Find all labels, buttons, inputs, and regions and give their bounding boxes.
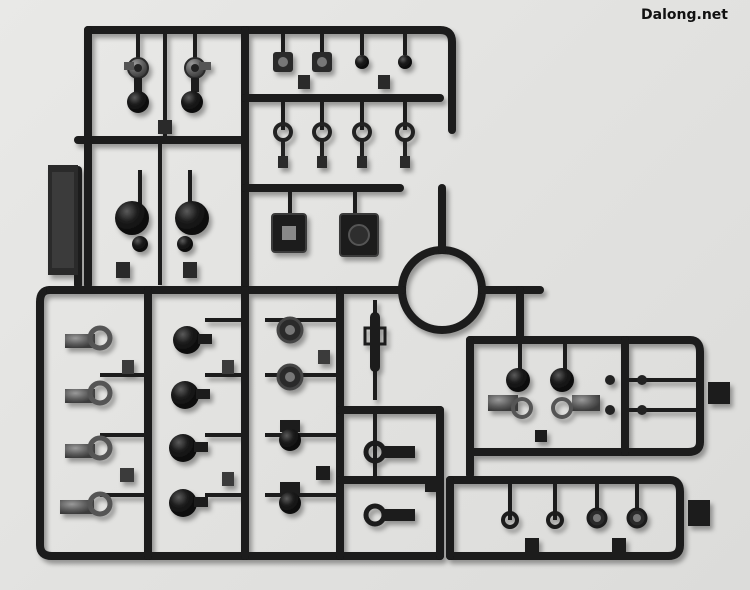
part-connector-rods (363, 312, 439, 527)
part-small-rings-bottom (501, 500, 710, 552)
part-socket-blocks (271, 213, 379, 257)
sprue-tag-plate (48, 165, 78, 275)
part-grey-elbow-joints (60, 325, 134, 517)
part-arm-joints-top (124, 57, 211, 134)
part-ring-pegs (273, 122, 415, 158)
part-small-sockets-top (273, 52, 412, 89)
part-shoulder-balls (115, 201, 209, 278)
watermark: Dalong.net (641, 7, 728, 23)
part-black-ball-joints (169, 326, 234, 517)
part-hip-joints (488, 368, 730, 442)
sprue-runner-frame (36, 26, 730, 560)
part-hub-joints (276, 316, 330, 514)
